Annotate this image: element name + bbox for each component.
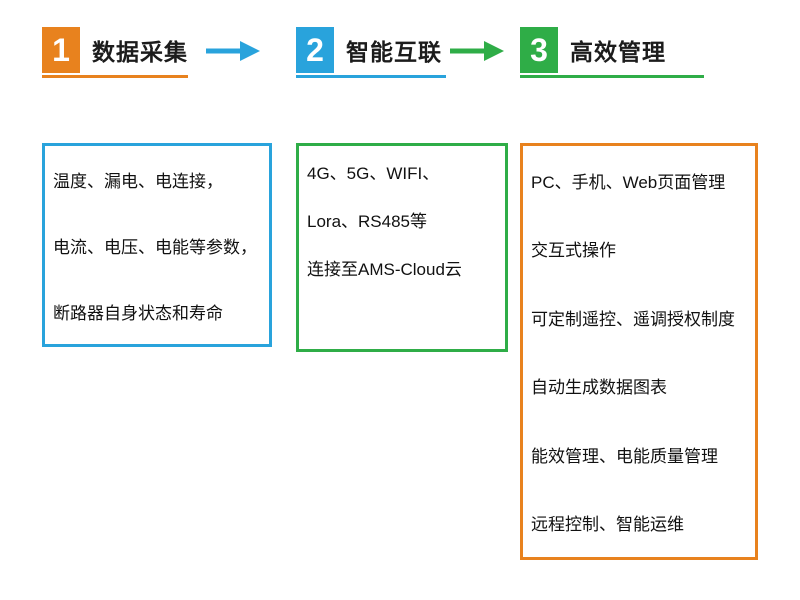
step-1-title: 数据采集 xyxy=(92,39,188,65)
step-1-number-badge: 1 xyxy=(42,27,80,73)
content-line: 温度、漏电、电连接， xyxy=(53,171,223,191)
step-3-title: 高效管理 xyxy=(570,39,666,65)
step-column-3: 3 高效管理 PC、手机、Web页面管理 交互式操作 可定制遥控、遥调授权制度 … xyxy=(520,26,758,560)
content-line: 能效管理、电能质量管理 xyxy=(531,446,718,466)
step-2-title: 智能互联 xyxy=(346,39,442,65)
content-line: PC、手机、Web页面管理 xyxy=(531,172,726,192)
content-line: 电流、电压、电能等参数， xyxy=(53,237,257,257)
arrow-right-icon xyxy=(204,38,262,64)
step-1-underline xyxy=(42,75,188,78)
content-line: 4G、5G、WIFI、 xyxy=(307,164,440,183)
content-line: 自动生成数据图表 xyxy=(531,378,667,398)
step-column-1: 1 数据采集 温度、漏电、电连接， 电流、电压、电能等参数， 断路器自身状态和寿… xyxy=(42,26,272,347)
step-2-underline xyxy=(296,75,446,78)
content-line: 交互式操作 xyxy=(531,241,616,261)
step-2-content-box: 4G、5G、WIFI、 Lora、RS485等 连接至AMS-Cloud云 xyxy=(296,143,508,352)
step-column-2: 2 智能互联 4G、5G、WIFI、 Lora、RS485等 连接至AMS-Cl… xyxy=(296,26,508,352)
content-line: 可定制遥控、遥调授权制度 xyxy=(531,309,735,329)
step-1-content-box: 温度、漏电、电连接， 电流、电压、电能等参数， 断路器自身状态和寿命 xyxy=(42,143,272,347)
step-3-number-badge: 3 xyxy=(520,27,558,73)
content-line: Lora、RS485等 xyxy=(307,212,428,231)
step-3-underline xyxy=(520,75,704,78)
step-2-number-badge: 2 xyxy=(296,27,334,73)
step-1-header: 1 数据采集 xyxy=(42,26,272,74)
content-line: 断路器自身状态和寿命 xyxy=(53,303,223,323)
content-line: 远程控制、智能运维 xyxy=(531,515,684,535)
step-3-header: 3 高效管理 xyxy=(520,26,758,74)
content-line: 连接至AMS-Cloud云 xyxy=(307,260,462,279)
arrow-right-icon xyxy=(448,38,506,64)
step-2-header: 2 智能互联 xyxy=(296,26,508,74)
step-3-content-box: PC、手机、Web页面管理 交互式操作 可定制遥控、遥调授权制度 自动生成数据图… xyxy=(520,143,758,560)
